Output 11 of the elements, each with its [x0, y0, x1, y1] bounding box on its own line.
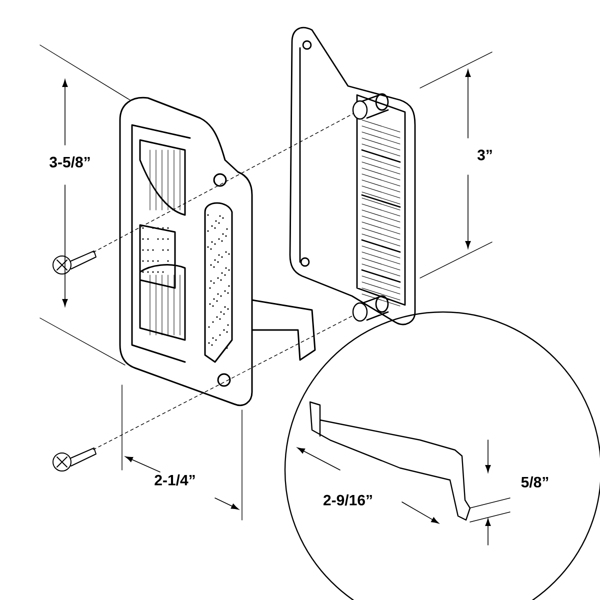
screw-drawing	[52, 250, 96, 274]
dimension-label: 3-5/8”	[48, 155, 92, 169]
center-line	[92, 315, 354, 450]
pin-end	[352, 100, 368, 120]
pin-end	[352, 302, 368, 322]
dimension-label: 2-1/4”	[153, 473, 197, 487]
dimension-label: 2-9/16”	[322, 493, 374, 507]
center-line	[92, 113, 354, 253]
dimension-label: 3”	[476, 148, 494, 162]
screw-drawing	[52, 448, 96, 472]
dimension-label: 5/8”	[520, 475, 550, 489]
